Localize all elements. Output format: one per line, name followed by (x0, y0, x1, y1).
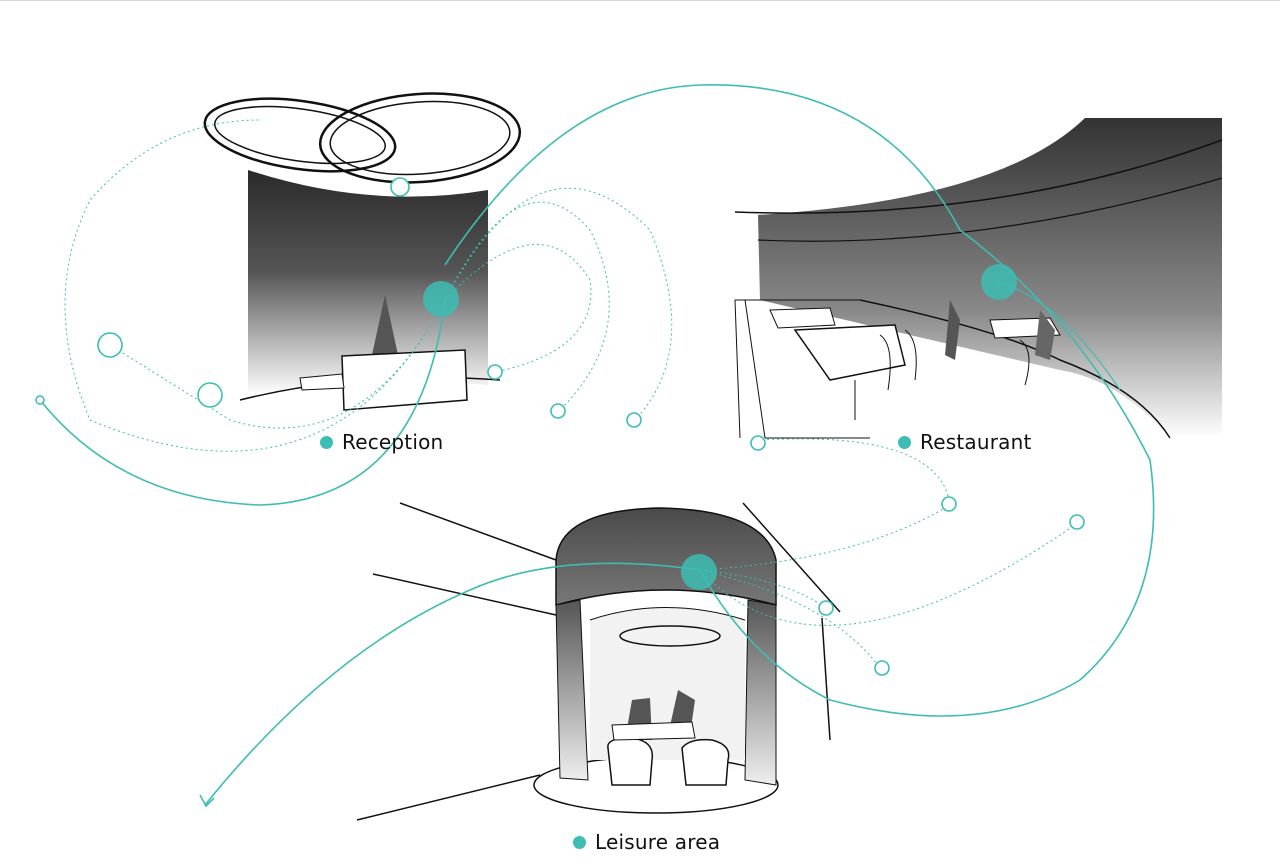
teal-dot-icon (898, 435, 911, 449)
hotspots (423, 264, 1017, 590)
leisure-scene (356, 502, 841, 821)
reception-hotspot (423, 281, 459, 317)
zone-label-leisure: Leisure area (573, 830, 720, 854)
leisure-hotspot (681, 554, 717, 590)
zone-label-restaurant: Restaurant (898, 430, 1032, 454)
reception-scene (203, 92, 522, 411)
zone-label-reception: Reception (320, 430, 443, 454)
teal-dot-icon (320, 435, 333, 449)
restaurant-hotspot (981, 264, 1017, 300)
zone-label-text: Restaurant (920, 430, 1032, 454)
restaurant-scene (734, 118, 1223, 439)
connector-nodes (97, 177, 1085, 676)
top-divider (0, 0, 1280, 1)
connector-curves (35, 84, 1155, 808)
zone-label-text: Leisure area (595, 830, 721, 854)
zone-label-text: Reception (342, 430, 444, 454)
teal-dot-icon (573, 835, 586, 849)
